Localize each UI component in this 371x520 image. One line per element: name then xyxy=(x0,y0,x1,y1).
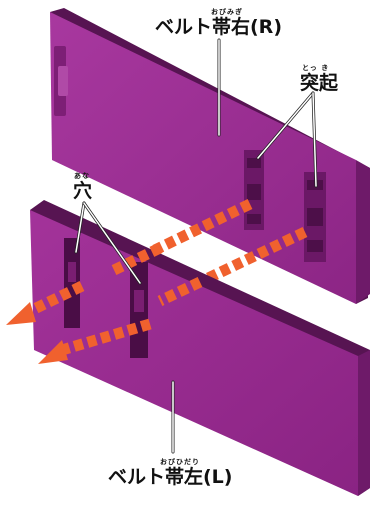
belt-left-text: ベルト帯左(L) xyxy=(108,468,232,487)
hole-ruby: あな xyxy=(74,173,90,180)
arrow-upper-head xyxy=(6,302,36,325)
hole-label: あな 穴 xyxy=(73,182,92,201)
belt-right-label: おびみぎ ベルト帯右(R) xyxy=(155,18,282,37)
protrusion-text: 突起 xyxy=(300,74,338,93)
belt-right-end-edge xyxy=(356,160,370,304)
hole-text: 穴 xyxy=(73,182,92,201)
protrusion-left xyxy=(244,150,264,230)
protrusion-ruby: とっ き xyxy=(302,65,329,72)
belt-right-text: ベルト帯右(R) xyxy=(155,18,282,37)
protrusion-label: とっ き 突起 xyxy=(300,74,338,93)
belt-right-ruby: おびみぎ xyxy=(211,9,243,16)
belt-left-ruby: おびひだり xyxy=(160,459,200,466)
belt-left-end-edge xyxy=(358,350,370,496)
belt-right-clasp-tab xyxy=(58,66,68,96)
hole-right xyxy=(130,262,148,358)
belt-left-label: おびひだり ベルト帯左(L) xyxy=(108,468,232,487)
